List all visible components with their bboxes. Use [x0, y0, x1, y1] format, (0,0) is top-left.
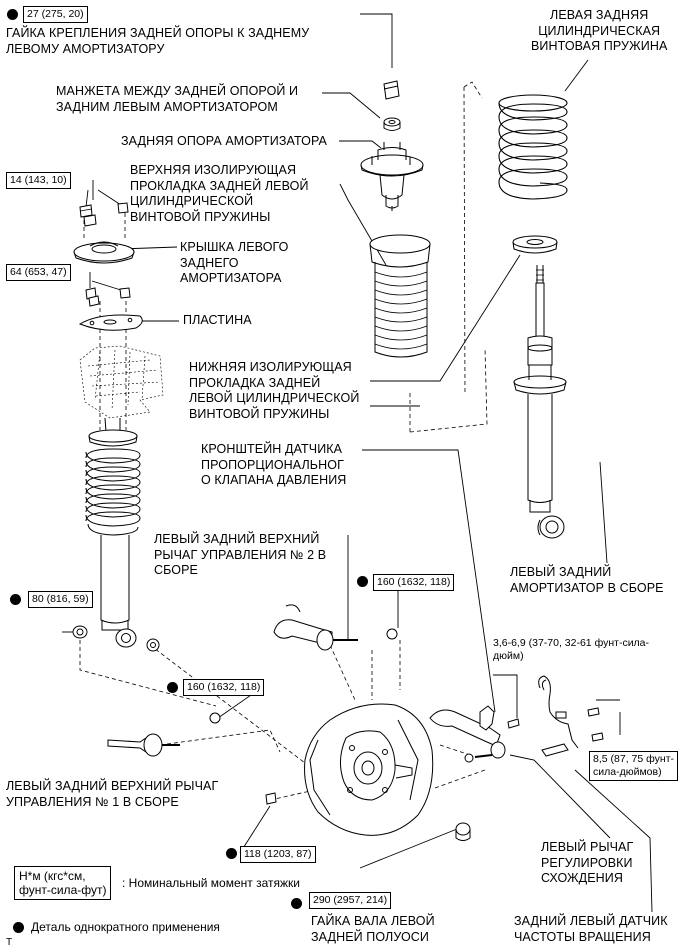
label-toe-arm: ЛЕВЫЙ РЫЧАГ РЕГУЛИРОВКИ СХОЖДЕНИЯ — [541, 840, 634, 885]
nuts-lower — [265, 792, 471, 841]
single-use-marker-t160b — [357, 576, 368, 587]
torque-t160a: 160 (1632, 118) — [183, 679, 265, 696]
single-use-marker-t118 — [226, 848, 237, 859]
torque-t27: 27 (275, 20) — [23, 6, 88, 23]
label-spring: ЛЕВАЯ ЗАДНЯЯ ЦИЛИНДРИЧЕСКАЯ ВИНТОВАЯ ПРУ… — [531, 8, 668, 53]
label-lower-insulator: НИЖНЯЯ ИЗОЛИРУЮЩАЯ ПРОКЛАДКА ЗАДНЕЙ ЛЕВО… — [189, 360, 360, 421]
label-cuff: МАНЖЕТА МЕЖДУ ЗАДНЕЙ ОПОРОЙ И ЗАДНИМ ЛЕВ… — [56, 84, 299, 114]
single-use-marker-legend — [13, 922, 24, 933]
torque-t118: 118 (1203, 87) — [240, 846, 316, 863]
torque-t80: 80 (816, 59) — [28, 591, 93, 608]
single-use-marker-t160a — [167, 682, 178, 693]
label-axle-nut: ГАЙКА ВАЛА ЛЕВОЙ ЗАДНЕЙ ПОЛУОСИ — [311, 914, 435, 944]
label-bracket: КРОНШТЕЙН ДАТЧИКА ПРОПОРЦИОНАЛЬНОГ О КЛА… — [201, 442, 347, 487]
torque-t64: 64 (653, 47) — [6, 264, 71, 281]
bump-boot — [369, 234, 431, 358]
legend-unit-text: : Номинальный момент затяжки — [122, 876, 300, 890]
label-rear-support: ЗАДНЯЯ ОПОРА АМОРТИЗАТОРА — [121, 134, 327, 148]
legend-single-use: Деталь однократного применения — [31, 920, 220, 934]
left-top-parts — [73, 202, 143, 331]
body-panel-hatch — [79, 345, 164, 419]
single-use-marker-t80 — [10, 594, 21, 605]
torque-t14: 14 (143, 10) — [6, 172, 71, 189]
knuckle-hub — [304, 703, 434, 836]
upper-arm-1 — [107, 712, 221, 757]
label-cover: КРЫШКА ЛЕВОГО ЗАДНЕГО АМОРТИЗАТОРА — [180, 240, 289, 285]
toe-arm — [429, 709, 506, 763]
label-absorber: ЛЕВЫЙ ЗАДНИЙ АМОРТИЗАТОР В СБОРЕ — [510, 565, 664, 595]
torque-t160b: 160 (1632, 118) — [373, 574, 455, 591]
speed-sensor — [538, 675, 604, 757]
torque-t290: 290 (2957, 214) — [309, 892, 392, 909]
label-nut-rear-support: ГАЙКА КРЕПЛЕНИЯ ЗАДНЕЙ ОПОРЫ К ЗАДНЕМУ Л… — [6, 26, 310, 56]
sensor-bracket — [479, 705, 520, 731]
single-use-marker-t27 — [7, 9, 18, 20]
legend-unit-box: Н*м (кгс*см, фунт-сила-фут) — [14, 866, 112, 900]
label-upper-arm-1: ЛЕВЫЙ ЗАДНИЙ ВЕРХНИЙ РЫЧАГ УПРАВЛЕНИЯ № … — [6, 779, 219, 809]
torque-t85: 8,5 (87, 75 фунт- сила-дюймов) — [589, 751, 678, 781]
corner-mark: T — [6, 937, 13, 948]
rear-support-parts — [360, 80, 424, 211]
label-upper-insulator: ВЕРХНЯЯ ИЗОЛИРУЮЩАЯ ПРОКЛАДКА ЗАДНЕЙ ЛЕВ… — [130, 163, 309, 224]
upper-arm-2 — [273, 604, 398, 651]
label-speed-sensor: ЗАДНИЙ ЛЕВЫЙ ДАТЧИК ЧАСТОТЫ ВРАЩЕНИЯ — [514, 914, 668, 944]
shock-absorber — [513, 265, 567, 539]
torque-t36: 3,6-6,9 (37-70, 32-61 фунт-сила- дюйм) — [493, 637, 650, 662]
assembled-strut — [72, 417, 160, 652]
leader-lines — [62, 13, 653, 913]
coil-spring — [498, 94, 568, 200]
label-plate: ПЛАСТИНА — [183, 313, 252, 327]
lower-insulator — [512, 235, 558, 254]
label-upper-arm-2: ЛЕВЫЙ ЗАДНИЙ ВЕРХНИЙ РЫЧАГ УПРАВЛЕНИЯ № … — [154, 532, 327, 577]
single-use-marker-t290 — [291, 898, 302, 909]
